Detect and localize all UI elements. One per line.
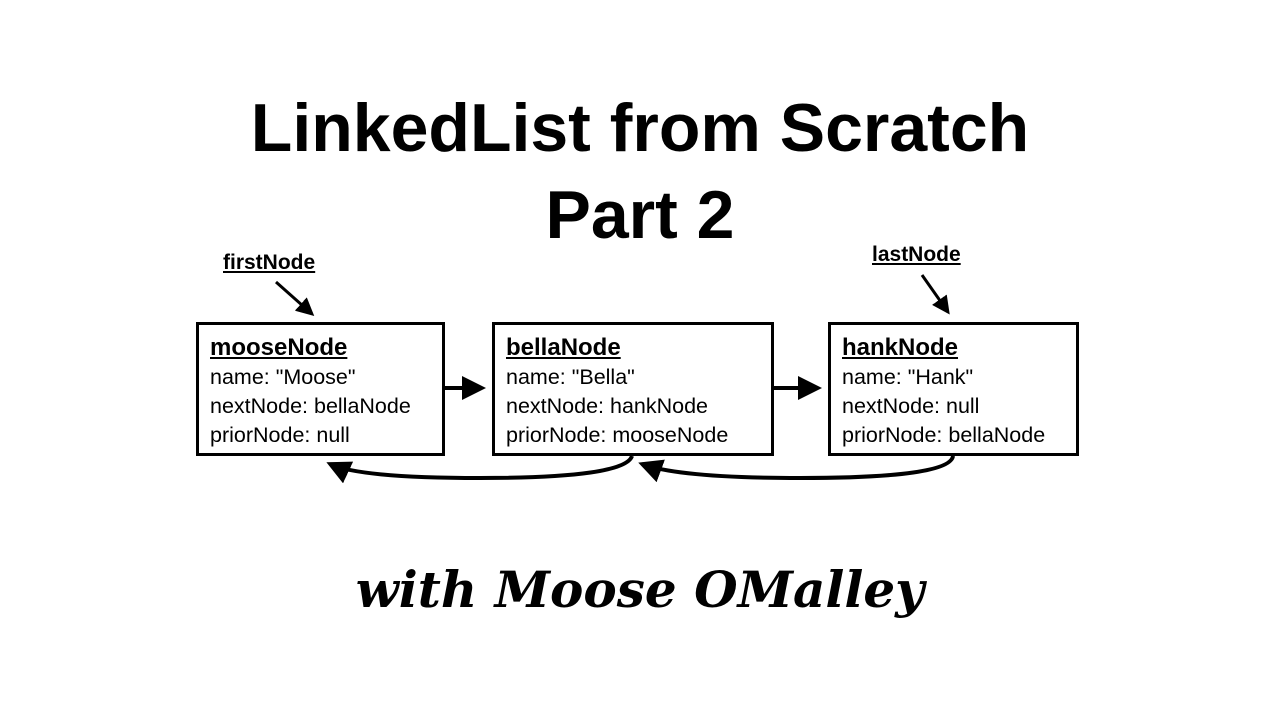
last-pointer-arrow [920, 274, 950, 315]
title-line-2: Part 2 [545, 177, 735, 253]
node-field: priorNode: bellaNode [842, 423, 1046, 447]
prior-arrow-2 [638, 455, 955, 483]
node-field: name: "Moose" [210, 365, 356, 389]
title-line-1: LinkedList from Scratch [250, 90, 1030, 166]
first-node-label: firstNode [223, 251, 316, 274]
first-pointer-arrow [275, 280, 315, 316]
subtitle: with Moose OMalley [355, 560, 925, 619]
node-box-moose: mooseNode name: "Moose" nextNode: bellaN… [196, 322, 445, 456]
last-node-label: lastNode [872, 243, 961, 266]
node-title: hankNode [842, 334, 959, 361]
node-field: name: "Bella" [506, 365, 635, 389]
prior-arrow-1 [326, 455, 634, 484]
node-title: mooseNode [210, 334, 348, 361]
node-field: nextNode: hankNode [506, 394, 709, 418]
node-box-bella: bellaNode name: "Bella" nextNode: hankNo… [492, 322, 774, 456]
node-field: nextNode: null [842, 394, 980, 418]
node-field: name: "Hank" [842, 365, 974, 389]
node-field: priorNode: mooseNode [506, 423, 729, 447]
node-field: priorNode: null [210, 423, 350, 447]
node-title: bellaNode [506, 334, 621, 361]
node-box-hank: hankNode name: "Hank" nextNode: null pri… [828, 322, 1079, 456]
node-field: nextNode: bellaNode [210, 394, 411, 418]
